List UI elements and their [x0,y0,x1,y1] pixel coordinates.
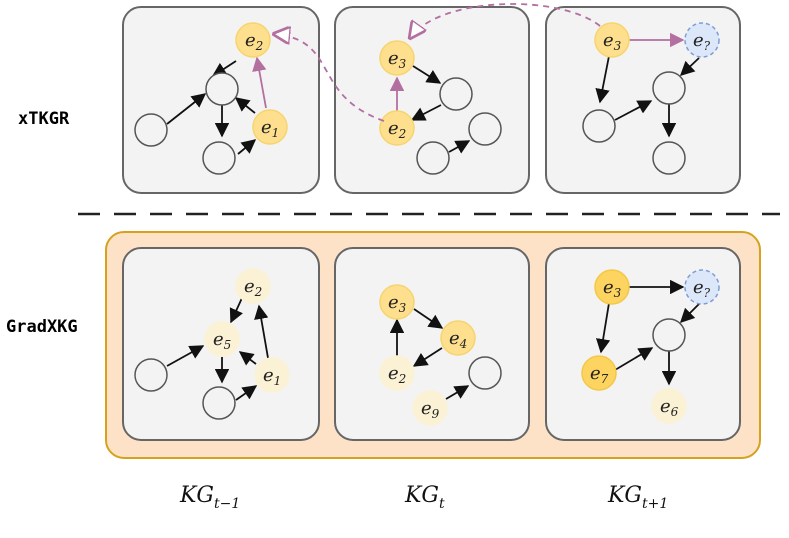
entity-node-blank [652,71,686,105]
svg-text:e3: e3 [603,277,622,300]
entity-node-blank [416,141,450,175]
entity-node-blank [652,318,686,352]
svg-text:e1: e1 [261,117,279,140]
svg-text:e7: e7 [590,363,609,386]
path-edge-e1-e2 [252,56,267,109]
edges-xtkgr-t [410,65,471,154]
entity-node-e1: e1 [252,109,288,145]
entity-node-blank [652,141,686,175]
edges-gradxkg-t [389,308,470,400]
entity-node-e3: e3 [379,40,415,76]
edges-xtkgr-t-plus-1 [595,55,700,138]
row-label-gradxkg: GradXKG [6,317,78,337]
svg-text:e4: e4 [449,328,467,351]
svg-text:e?: e? [693,277,711,300]
entity-node-e2: e2 [235,268,271,304]
entity-node-blank [205,72,239,106]
row-label-xtkgr: xTKGR [18,109,70,129]
entity-node-query: e? [684,22,720,58]
entity-node-e7: e7 [581,355,617,391]
entity-node-e3: e3 [379,284,415,320]
svg-text:e6: e6 [660,396,679,419]
kg-label-t-plus-1: KGt+1 [607,483,668,512]
svg-text:e1: e1 [263,365,281,388]
entity-node-e2: e2 [235,22,271,58]
svg-text:e2: e2 [388,363,406,386]
kg-label-t: KGt [404,483,445,512]
entity-node-blank [439,77,473,111]
entity-node-e2: e2 [379,355,415,391]
entity-node-e5: e5 [204,321,240,357]
entity-node-e3: e3 [594,269,630,305]
entity-node-e9: e9 [412,390,448,426]
entity-node-blank [134,358,168,392]
svg-text:e3: e3 [603,30,622,53]
path-arc-e3-to-prev-e3 [410,3,601,38]
entity-node-blank [202,386,236,420]
svg-text:e2: e2 [244,276,262,299]
entity-node-e2: e2 [379,110,415,146]
kg-label-t-minus-1: KGt−1 [179,483,240,512]
svg-text:e2: e2 [388,118,406,141]
svg-text:e3: e3 [388,48,407,71]
svg-text:e?: e? [693,30,711,53]
edges-gradxkg-t-minus-1 [166,297,269,401]
entity-node-e6: e6 [651,388,687,424]
svg-text:e5: e5 [213,329,231,352]
svg-text:e9: e9 [421,398,440,421]
entity-node-e4: e4 [440,320,476,356]
entity-node-query: e? [684,269,720,305]
entity-node-blank [202,141,236,175]
path-arc-e2-to-prev-e2 [274,34,385,122]
svg-text:e2: e2 [245,30,263,53]
svg-text:e3: e3 [388,292,407,315]
entity-node-blank [582,109,616,143]
entity-node-blank [134,113,168,147]
entity-node-e1: e1 [254,357,290,393]
edges-gradxkg-t-plus-1 [595,279,700,386]
entity-node-blank [468,112,502,146]
entity-node-e3: e3 [594,22,630,58]
entity-node-blank [468,356,502,390]
